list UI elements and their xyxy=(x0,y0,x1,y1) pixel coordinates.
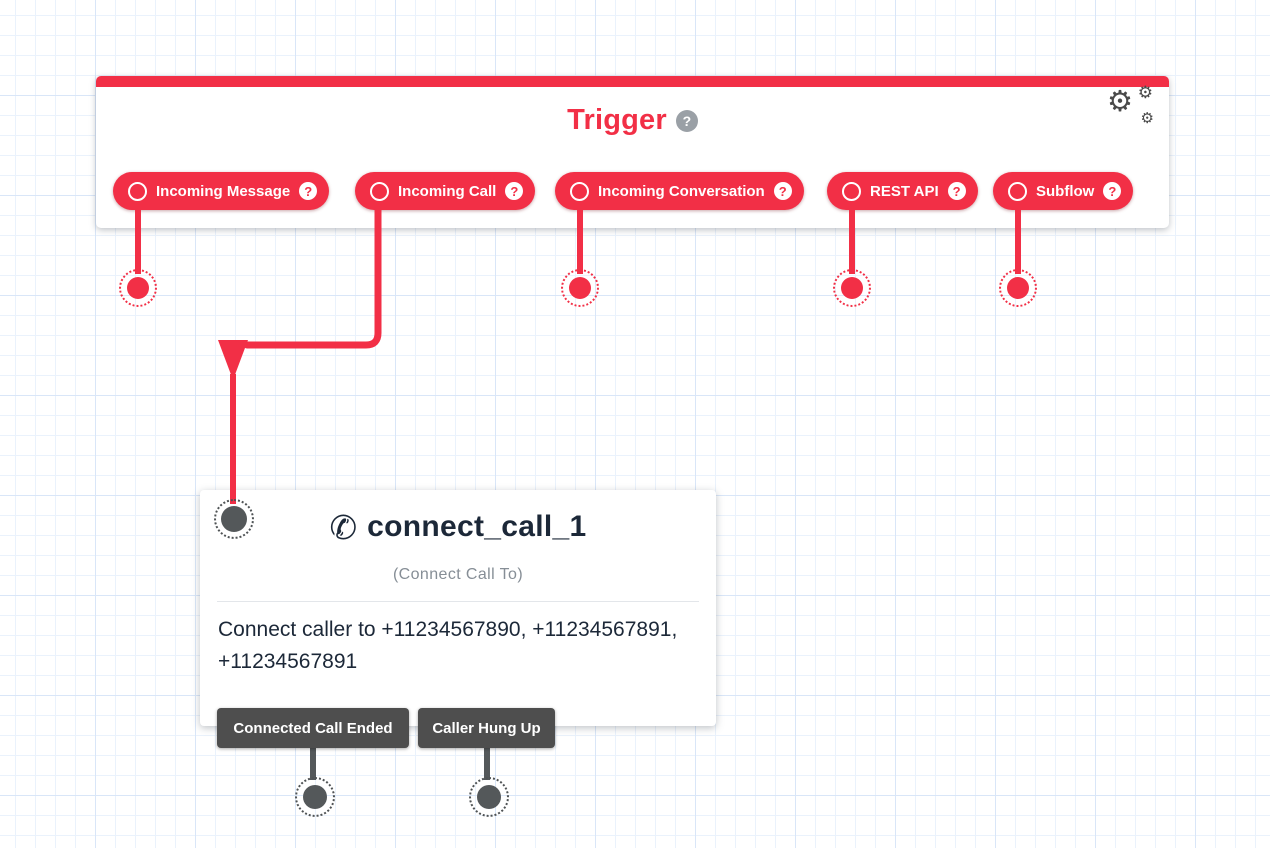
help-icon[interactable]: ? xyxy=(773,182,792,200)
trigger-pill-incoming-conversation[interactable]: Incoming Conversation ? xyxy=(555,172,804,210)
radio-ring-icon xyxy=(570,181,589,201)
radio-ring-icon xyxy=(1008,181,1027,201)
port-subflow[interactable] xyxy=(999,269,1037,307)
help-icon[interactable]: ? xyxy=(299,182,318,200)
trigger-widget[interactable]: Trigger ? ⚙ ⚙ ⚙ Incoming Message ? Incom… xyxy=(96,76,1169,228)
trigger-accent-bar xyxy=(96,76,1169,87)
trigger-pill-incoming-call[interactable]: Incoming Call ? xyxy=(355,172,536,210)
help-icon[interactable]: ? xyxy=(505,182,524,200)
trigger-pill-rest-api[interactable]: REST API ? xyxy=(827,172,978,210)
divider xyxy=(217,601,699,602)
pill-label: Incoming Conversation xyxy=(598,182,765,200)
gear-icon: ⚙ xyxy=(1140,110,1154,127)
transition-connected-call-ended[interactable]: Connected Call Ended xyxy=(217,708,409,748)
connect-call-widget[interactable]: ✆ connect_call_1 (Connect Call To) Conne… xyxy=(200,490,716,726)
transition-caller-hung-up[interactable]: Caller Hung Up xyxy=(418,708,555,748)
port-incoming-conversation[interactable] xyxy=(561,269,599,307)
radio-ring-icon xyxy=(128,181,147,201)
port-connect-call-input[interactable] xyxy=(214,499,254,539)
widget-type-label: (Connect Call To) xyxy=(392,566,524,583)
trigger-help-icon[interactable]: ? xyxy=(675,109,698,132)
widget-description: Connect caller to +11234567890, +1123456… xyxy=(218,618,678,673)
gear-icon: ⚙ xyxy=(1107,86,1133,118)
port-caller-hung-up[interactable] xyxy=(469,777,509,817)
radio-ring-icon xyxy=(842,181,861,201)
radio-ring-icon xyxy=(370,181,389,201)
pill-label: REST API xyxy=(870,182,939,200)
port-connected-call-ended[interactable] xyxy=(295,777,335,817)
pill-label: Incoming Call xyxy=(398,182,497,200)
pill-label: Subflow xyxy=(1036,182,1095,200)
help-icon[interactable]: ? xyxy=(947,182,966,200)
trigger-pill-subflow[interactable]: Subflow ? xyxy=(993,172,1134,210)
trigger-settings-gears-icon[interactable]: ⚙ ⚙ ⚙ xyxy=(1107,83,1154,127)
trigger-pill-incoming-message[interactable]: Incoming Message ? xyxy=(113,172,330,210)
phone-icon: ✆ xyxy=(329,508,358,546)
port-incoming-message[interactable] xyxy=(119,269,157,307)
pill-label: Incoming Message xyxy=(156,182,291,200)
port-rest-api[interactable] xyxy=(833,269,871,307)
help-icon[interactable]: ? xyxy=(1103,182,1122,200)
gear-icon: ⚙ xyxy=(1137,83,1153,102)
widget-name: connect_call_1 xyxy=(367,510,587,543)
trigger-title: Trigger xyxy=(567,104,667,136)
